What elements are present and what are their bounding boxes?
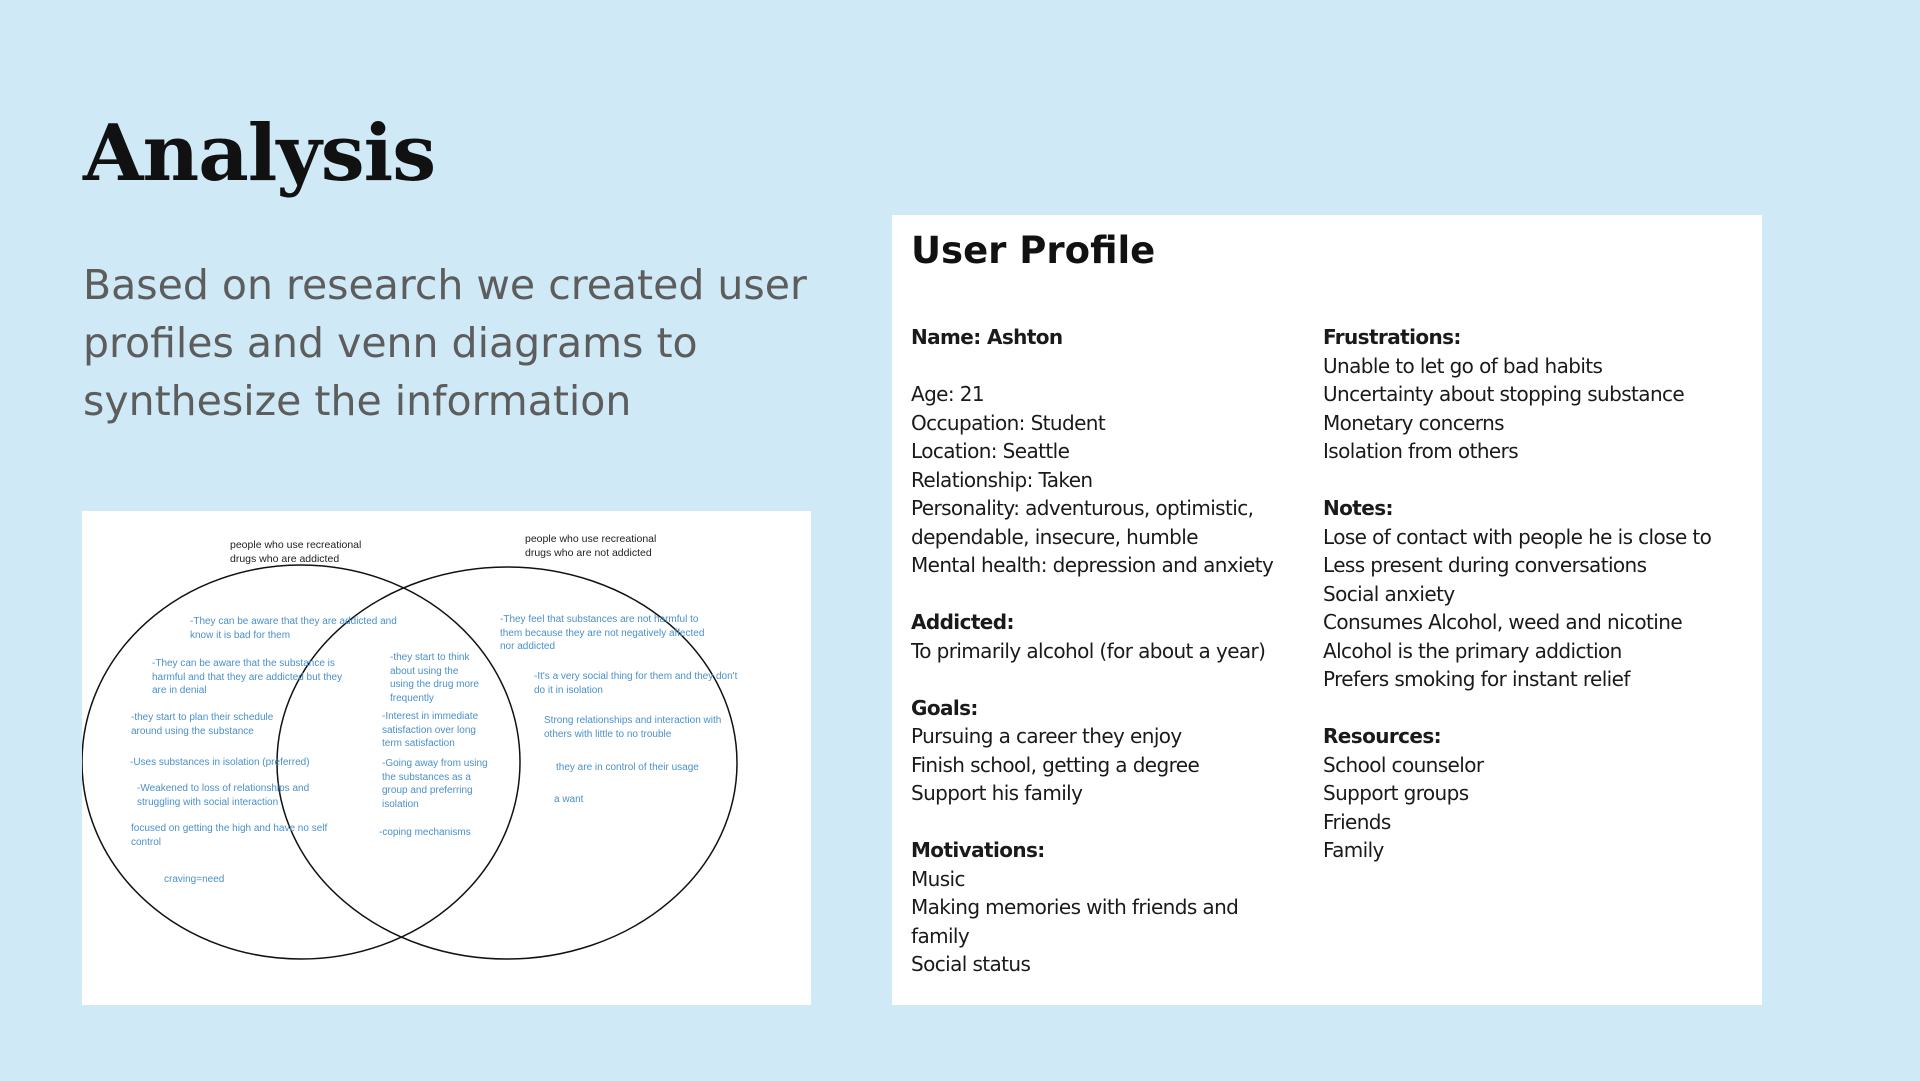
note-item: Prefers smoking for instant relief: [1323, 667, 1630, 691]
profile-occupation: Occupation: Student: [911, 410, 1106, 435]
addicted-heading: Addicted:: [911, 610, 1014, 634]
motivation-item: Social status: [911, 952, 1031, 976]
resource-item: Family: [1323, 838, 1384, 862]
venn-right-item: -They feel that substances are not harmf…: [500, 614, 705, 652]
venn-diagram-card: people who use recreational drugs who ar…: [82, 511, 811, 1005]
goal-item: Finish school, getting a degree: [911, 752, 1200, 777]
venn-left-item: -Uses substances in isolation (preferred…: [130, 757, 310, 768]
profile-mental-health: Mental health: depression and anxiety: [911, 553, 1274, 577]
venn-right-item: a want: [554, 794, 584, 805]
note-item: Alcohol is the primary addiction: [1323, 638, 1622, 663]
venn-overlap-item: -Going away from using the substances as…: [382, 758, 488, 810]
venn-circles: [82, 564, 738, 960]
resource-item: Friends: [1323, 809, 1391, 834]
goal-item: Support his family: [911, 781, 1083, 805]
venn-left-item: craving=need: [164, 874, 225, 885]
goals-heading: Goals:: [911, 695, 978, 720]
venn-left-item: -They can be aware that they are addicte…: [190, 616, 397, 641]
page-title: Analysis: [83, 108, 436, 199]
venn-overlap-item: -coping mechanisms: [379, 827, 471, 838]
venn-left-circle: [82, 564, 521, 960]
resources-heading: Resources:: [1323, 724, 1442, 748]
profile-right-column: Frustrations: Unable to let go of bad ha…: [1323, 323, 1748, 865]
resource-item: School counselor: [1323, 752, 1484, 777]
frustrations-heading: Frustrations:: [1323, 325, 1461, 349]
profile-name: Name: Ashton: [911, 325, 1063, 349]
profile-location: Location: Seattle: [911, 439, 1070, 463]
venn-left-item: -Weakened to loss of relationships and s…: [137, 783, 310, 808]
venn-overlap-item: -Interest in immediate satisfaction over…: [382, 711, 479, 749]
venn-right-item: they are in control of their usage: [556, 762, 699, 773]
addicted-text: To primarily alcohol (for about a year): [911, 638, 1266, 663]
profile-age: Age: 21: [911, 382, 985, 406]
venn-left-label: people who use recreational drugs who ar…: [230, 539, 362, 565]
profile-relationship: Relationship: Taken: [911, 467, 1093, 492]
venn-right-item: -It's a very social thing for them and t…: [534, 671, 738, 696]
venn-left-item: focused on getting the high and have no …: [131, 823, 328, 848]
note-item: Less present during conversations: [1323, 553, 1647, 577]
notes-heading: Notes:: [1323, 496, 1394, 520]
venn-right-item: Strong relationships and interaction wit…: [544, 715, 722, 740]
note-item: Consumes Alcohol, weed and nicotine: [1323, 610, 1683, 634]
profile-personality: dependable, insecure, humble: [911, 524, 1199, 549]
profile-left-column: Name: Ashton Age: 21 Occupation: Student…: [911, 323, 1306, 979]
venn-right-label: people who use recreational drugs who ar…: [525, 533, 657, 559]
venn-overlap-item: -they start to think about using the usi…: [390, 652, 479, 704]
note-item: Lose of contact with people he is close …: [1323, 524, 1712, 549]
frustration-item: Isolation from others: [1323, 439, 1519, 463]
frustration-item: Monetary concerns: [1323, 410, 1505, 435]
goal-item: Pursuing a career they enjoy: [911, 724, 1182, 748]
profile-personality: Personality: adventurous, optimistic,: [911, 496, 1254, 520]
motivations-heading: Motivations:: [911, 838, 1045, 862]
note-item: Social anxiety: [1323, 581, 1455, 606]
venn-left-item: -they start to plan their schedule aroun…: [131, 712, 274, 737]
frustration-item: Unable to let go of bad habits: [1323, 353, 1603, 378]
user-profile-card: User Profile Name: Ashton Age: 21 Occupa…: [892, 215, 1762, 1005]
page-subtitle: Based on research we created user profil…: [83, 261, 807, 425]
profile-title: User Profile: [911, 229, 1156, 272]
motivation-item: Making memories with friends and family: [911, 895, 1239, 948]
resource-item: Support groups: [1323, 781, 1469, 805]
frustration-item: Uncertainty about stopping substance: [1323, 382, 1685, 406]
venn-right-circle: [276, 566, 738, 960]
motivation-item: Music: [911, 866, 966, 891]
venn-left-item: -They can be aware that the substance is…: [152, 658, 343, 696]
